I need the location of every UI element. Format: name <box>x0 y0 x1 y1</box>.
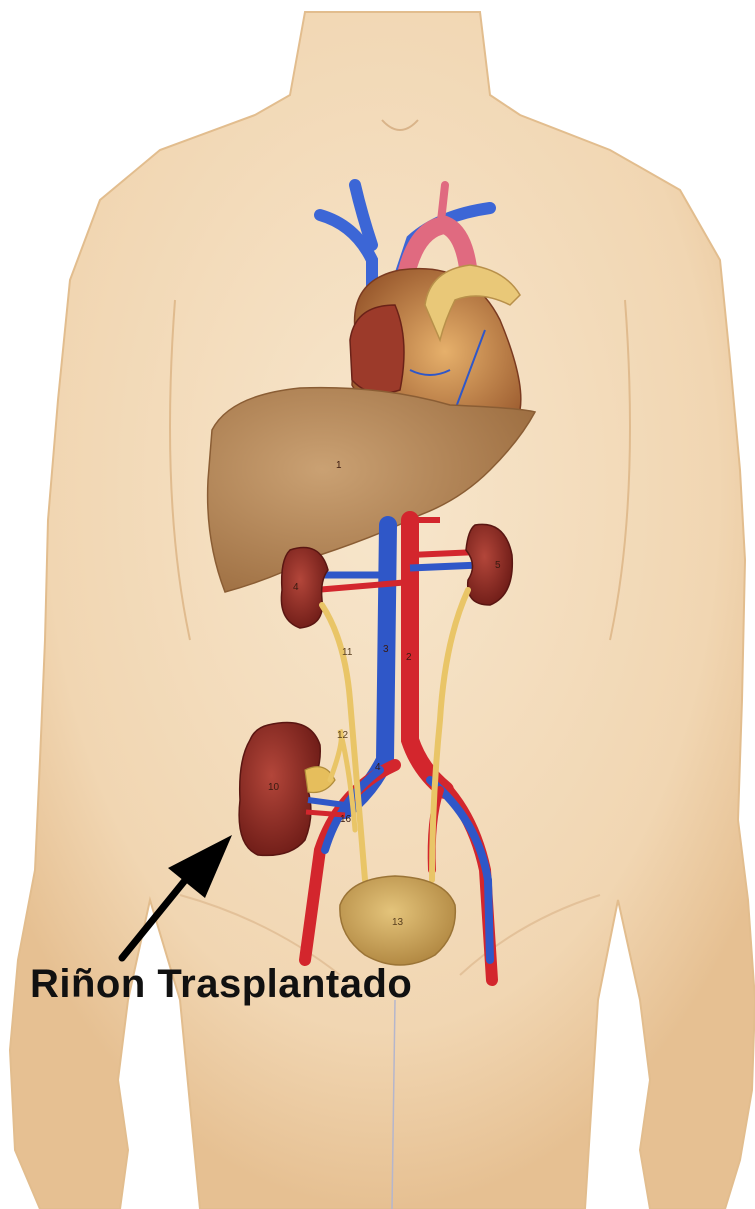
transplant-kidney-number: 10 <box>268 782 280 793</box>
artery-top <box>440 185 445 230</box>
aorta-number: 2 <box>406 652 412 663</box>
iliac-number: 4 <box>375 762 381 773</box>
bladder-number: 13 <box>392 917 404 928</box>
native-kidney-left-number: 4 <box>293 582 299 593</box>
ureter-number: 11 <box>342 647 353 658</box>
vessel-junction-number: 16 <box>340 814 352 825</box>
renal-vein-right <box>410 565 480 568</box>
vena-cava-number: 3 <box>383 644 389 655</box>
liver-number: 1 <box>336 460 342 471</box>
native-kidney-right <box>466 524 512 605</box>
native-kidney-right-number: 5 <box>495 560 501 571</box>
transplant-ureter-number: 12 <box>337 730 349 741</box>
native-kidney-left <box>281 548 328 629</box>
right-atrium <box>350 305 404 393</box>
transplanted-kidney-caption: Riñon Trasplantado <box>30 962 412 1007</box>
